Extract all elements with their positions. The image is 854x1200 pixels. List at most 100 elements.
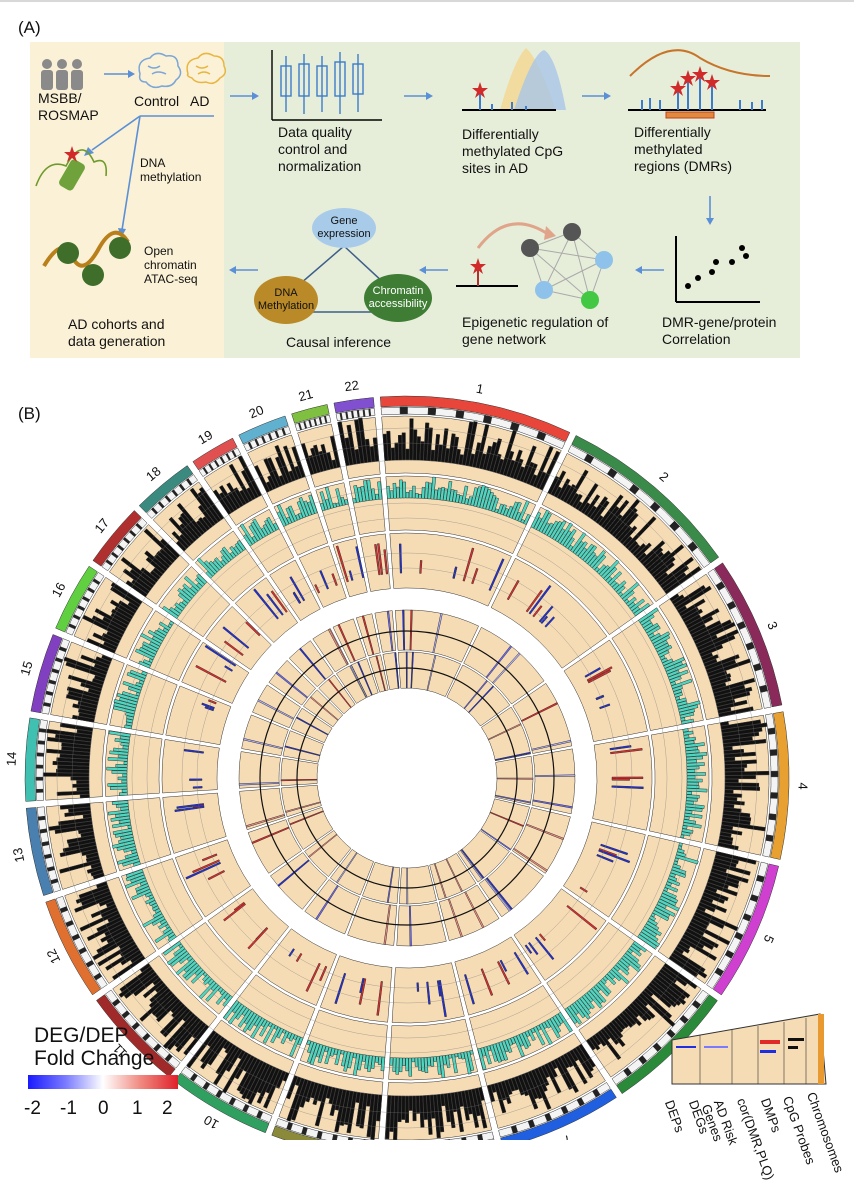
ideogram-stripe [303, 421, 308, 429]
dmp-bar [118, 754, 129, 759]
dmp-bar [267, 1021, 273, 1028]
dmp-bar [547, 1018, 561, 1039]
deg-mark [361, 615, 375, 655]
ideogram-stripe [345, 411, 349, 420]
cor-bar [183, 748, 204, 754]
dmp-bar [686, 791, 693, 795]
dmp-bar [418, 494, 422, 499]
dmp-bar [303, 500, 312, 517]
dmp-bar [591, 986, 607, 1004]
cor-bar [579, 886, 588, 893]
chromosome-band [45, 898, 102, 996]
ideogram-stripe [45, 690, 54, 696]
chromosome-ideogram [294, 414, 332, 432]
ideogram-stripe [281, 427, 287, 436]
ideogram-stripe [318, 416, 323, 425]
dmp-bar [671, 866, 687, 875]
ideogram-stripe [150, 507, 159, 515]
cor-track [513, 888, 607, 981]
dmp-bar [508, 501, 519, 519]
cor-bar [174, 805, 205, 813]
legend-tick: -1 [60, 1098, 77, 1119]
qc-caption: Data quality control and normalization [278, 124, 362, 174]
dmp-bar [386, 485, 391, 499]
ideogram-stripe [477, 1133, 484, 1140]
dmp-bar [253, 1015, 263, 1027]
dmr-icon [628, 49, 771, 119]
dmp-bar [674, 857, 679, 862]
dmp-bar [116, 843, 136, 852]
cor-bar [480, 968, 494, 996]
dmp-bar [489, 1044, 499, 1062]
legend-title: DEG/DEP Fold Change [34, 1024, 155, 1070]
dmp-bar [131, 849, 138, 854]
dmp-bar [110, 815, 131, 822]
dep-mark [375, 655, 386, 692]
dmp-bar [182, 962, 200, 979]
dmp-bar [115, 803, 129, 808]
ideogram-stripe [628, 483, 640, 495]
cor-bar [295, 952, 303, 963]
ideogram-stripe [714, 967, 724, 977]
ideogram-stripe [68, 623, 77, 630]
ideogram-stripe [153, 1043, 162, 1052]
dmp-bar [335, 488, 343, 507]
ideogram-stripe [691, 999, 702, 1010]
dmp-bar [324, 1046, 333, 1065]
ideogram-stripe [734, 931, 744, 941]
dmp-bar [122, 858, 140, 867]
dmp-bar [452, 489, 458, 503]
dmp-bar [495, 1042, 505, 1062]
chromosome-band [174, 1072, 270, 1134]
dmp-bar [609, 580, 617, 588]
dep-mark [468, 685, 495, 714]
deg-mark [315, 885, 339, 921]
ideogram-stripe [351, 410, 355, 419]
legend-colorbar [28, 1075, 178, 1089]
dmp-bar [125, 868, 144, 878]
legend-tick: 0 [98, 1098, 109, 1119]
dmp-bar [678, 708, 696, 716]
chromosome-ideogram [198, 447, 242, 477]
dmp-bar [202, 974, 210, 982]
dmp-bar [673, 860, 679, 865]
dmp-bar [557, 522, 573, 544]
dmp-bar [685, 755, 704, 761]
chromosome-band [96, 994, 176, 1078]
dep-mark [405, 651, 408, 689]
dmp-bar [276, 1027, 284, 1039]
ideogram-stripe [770, 770, 779, 778]
dmp-bar [162, 926, 172, 935]
dmp-bar [670, 681, 677, 686]
dmp-bar [679, 712, 695, 719]
dmp-bar [613, 580, 627, 593]
dmp-bar [247, 1014, 260, 1032]
ideogram-stripe [267, 432, 273, 441]
chromosome-ideogram [611, 989, 709, 1085]
cor-bar [222, 626, 250, 649]
dmp-bar [319, 491, 329, 511]
dmp-track [158, 566, 231, 638]
cor-track [161, 739, 220, 794]
dmp-bar [591, 554, 607, 571]
deg-track [304, 879, 360, 935]
cpg-bar [723, 746, 733, 751]
dmp-bar [686, 765, 700, 770]
cor-track [269, 559, 321, 622]
dmp-bar [405, 492, 410, 499]
dmp-bar [639, 614, 655, 626]
ideogram-stripe [58, 646, 67, 653]
dmp-bar [533, 517, 543, 530]
cor-bar [355, 546, 365, 579]
dmp-bar [107, 782, 128, 787]
chromosome-band [712, 863, 779, 996]
dmp-bar [214, 557, 225, 569]
chromosome-label: 21 [297, 386, 315, 404]
dep-mark [489, 811, 525, 828]
dmp-bar [264, 519, 274, 534]
dmp-bar [680, 718, 695, 725]
dmp-bar [129, 669, 147, 679]
deg-mark [238, 782, 280, 786]
dmp-bar [221, 546, 234, 561]
ideogram-stripe [316, 1130, 323, 1140]
